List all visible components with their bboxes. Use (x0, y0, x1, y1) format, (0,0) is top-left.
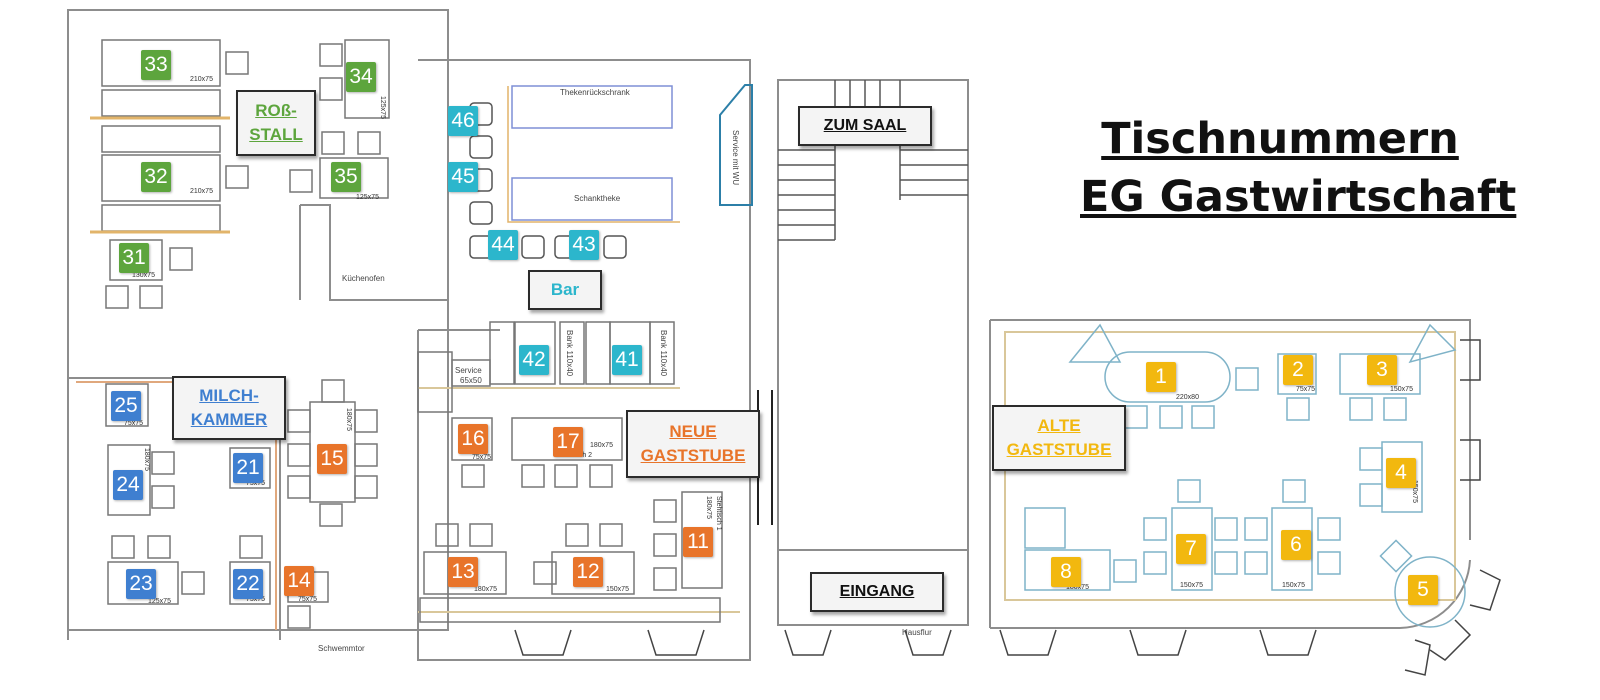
dimension-label: 180x75 (1066, 584, 1089, 591)
room-label-line: EINGANG (839, 583, 915, 600)
table-number-25[interactable]: 25 (111, 391, 141, 421)
dimension-label: 150x75 (1282, 582, 1305, 589)
room-label-line: GASTSTUBE (640, 446, 746, 465)
table-number-32[interactable]: 32 (141, 162, 171, 192)
fixture-service-dim: 65x50 (460, 376, 482, 385)
table-number-1[interactable]: 1 (1146, 362, 1176, 392)
fixture-schanktheke: Schanktheke (574, 194, 621, 203)
room-label-rossstall: ROß- STALL (236, 90, 316, 156)
table-number-21[interactable]: 21 (233, 453, 263, 483)
dimension-label: 150x75 (606, 586, 629, 593)
table-number-34[interactable]: 34 (346, 62, 376, 92)
table-number-8[interactable]: 8 (1051, 557, 1081, 587)
dimension-label: 130x75 (132, 272, 155, 279)
table-number-41[interactable]: 41 (612, 345, 642, 375)
left-wing-wall (67, 9, 449, 631)
table-number-5[interactable]: 5 (1408, 575, 1438, 605)
dimension-label: 220x80 (1176, 394, 1199, 401)
fixture-schwemmtor: Schwemmtor (318, 644, 365, 653)
table-number-35[interactable]: 35 (331, 162, 361, 192)
plan-title: Tischnummern EG Gastwirtschaft (1080, 110, 1517, 226)
table-number-6[interactable]: 6 (1281, 530, 1311, 560)
fixture-bank-1: Bank 110x40 (565, 330, 574, 377)
dimension-label: 75x75 (472, 454, 492, 461)
fixture-kuechenofen: Küchenofen (342, 274, 385, 283)
table-number-44[interactable]: 44 (488, 230, 518, 260)
dimension-label: 75x75 (124, 420, 144, 427)
corridor-wall (777, 79, 969, 626)
room-label-bar: Bar (528, 270, 602, 310)
dimension-label: 125x75 (148, 598, 171, 605)
dimension-label: 75x75 (298, 596, 318, 603)
table-number-33[interactable]: 33 (141, 50, 171, 80)
room-label-line: GASTSTUBE (1006, 440, 1112, 459)
dimension-label: Stehtisch 1 (715, 496, 722, 531)
table-number-24[interactable]: 24 (113, 470, 143, 500)
fixture-kasse: Service mit WU (731, 130, 740, 186)
room-label-line: KAMMER (190, 410, 268, 429)
dimension-label: 125x75 (379, 96, 386, 119)
fixture-bank-2: Bank 110x40 (659, 330, 668, 377)
dimension-label: 180x75 (474, 586, 497, 593)
room-label-neue-gaststube: NEUE GASTSTUBE (626, 410, 760, 478)
dimension-label: 180x75 (705, 496, 712, 519)
dimension-label: 150x75 (1180, 582, 1203, 589)
table-number-11[interactable]: 11 (683, 527, 713, 557)
room-label-line: Bar (550, 280, 580, 299)
table-number-12[interactable]: 12 (573, 557, 603, 587)
table-number-22[interactable]: 22 (233, 569, 263, 599)
table-number-42[interactable]: 42 (519, 345, 549, 375)
table-number-45[interactable]: 45 (448, 162, 478, 192)
table-number-17[interactable]: 17 (553, 427, 583, 457)
table-number-7[interactable]: 7 (1176, 534, 1206, 564)
table-number-14[interactable]: 14 (284, 566, 314, 596)
title-line-1: Tischnummern (1101, 114, 1459, 164)
room-label-line: NEUE (669, 422, 717, 441)
dimension-label: 180x75 (143, 448, 150, 471)
room-label-line: MILCH- (199, 386, 259, 405)
dimension-label: 75x75 (246, 596, 266, 603)
dimension-label: 180x75 (345, 408, 352, 431)
fixture-hausflur: Hausflur (902, 628, 932, 637)
room-label-zum-saal: ZUM SAAL (798, 106, 932, 146)
fixture-thekenrueckschrank: Thekenrückschrank (560, 88, 630, 97)
table-number-43[interactable]: 43 (569, 230, 599, 260)
room-label-line: ZUM SAAL (823, 117, 907, 134)
dimension-label: 75x75 (1296, 386, 1316, 393)
table-number-23[interactable]: 23 (126, 569, 156, 599)
fixture-service: Service (455, 366, 482, 375)
table-number-3[interactable]: 3 (1367, 355, 1397, 385)
table-number-15[interactable]: 15 (317, 444, 347, 474)
room-label-alte-gaststube: ALTE GASTSTUBE (992, 405, 1126, 471)
dimension-label: 150x75 (1390, 386, 1413, 393)
room-label-line: ALTE (1037, 416, 1081, 435)
dimension-label: 125x75 (356, 194, 379, 201)
title-line-2: EG Gastwirtschaft (1080, 172, 1517, 222)
table-number-4[interactable]: 4 (1386, 458, 1416, 488)
dimension-label: 180x75 (590, 442, 613, 449)
table-number-13[interactable]: 13 (448, 557, 478, 587)
dimension-label: 210x75 (190, 188, 213, 195)
room-label-eingang: EINGANG (810, 572, 944, 612)
table-number-2[interactable]: 2 (1283, 355, 1313, 385)
dimension-label: 210x75 (190, 76, 213, 83)
table-number-46[interactable]: 46 (448, 106, 478, 136)
room-label-line: STALL (249, 125, 303, 144)
table-number-16[interactable]: 16 (458, 424, 488, 454)
dimension-label: 75x75 (246, 480, 266, 487)
room-label-line: ROß- (255, 101, 297, 120)
table-number-31[interactable]: 31 (119, 243, 149, 273)
room-label-milchkammer: MILCH- KAMMER (172, 376, 286, 440)
